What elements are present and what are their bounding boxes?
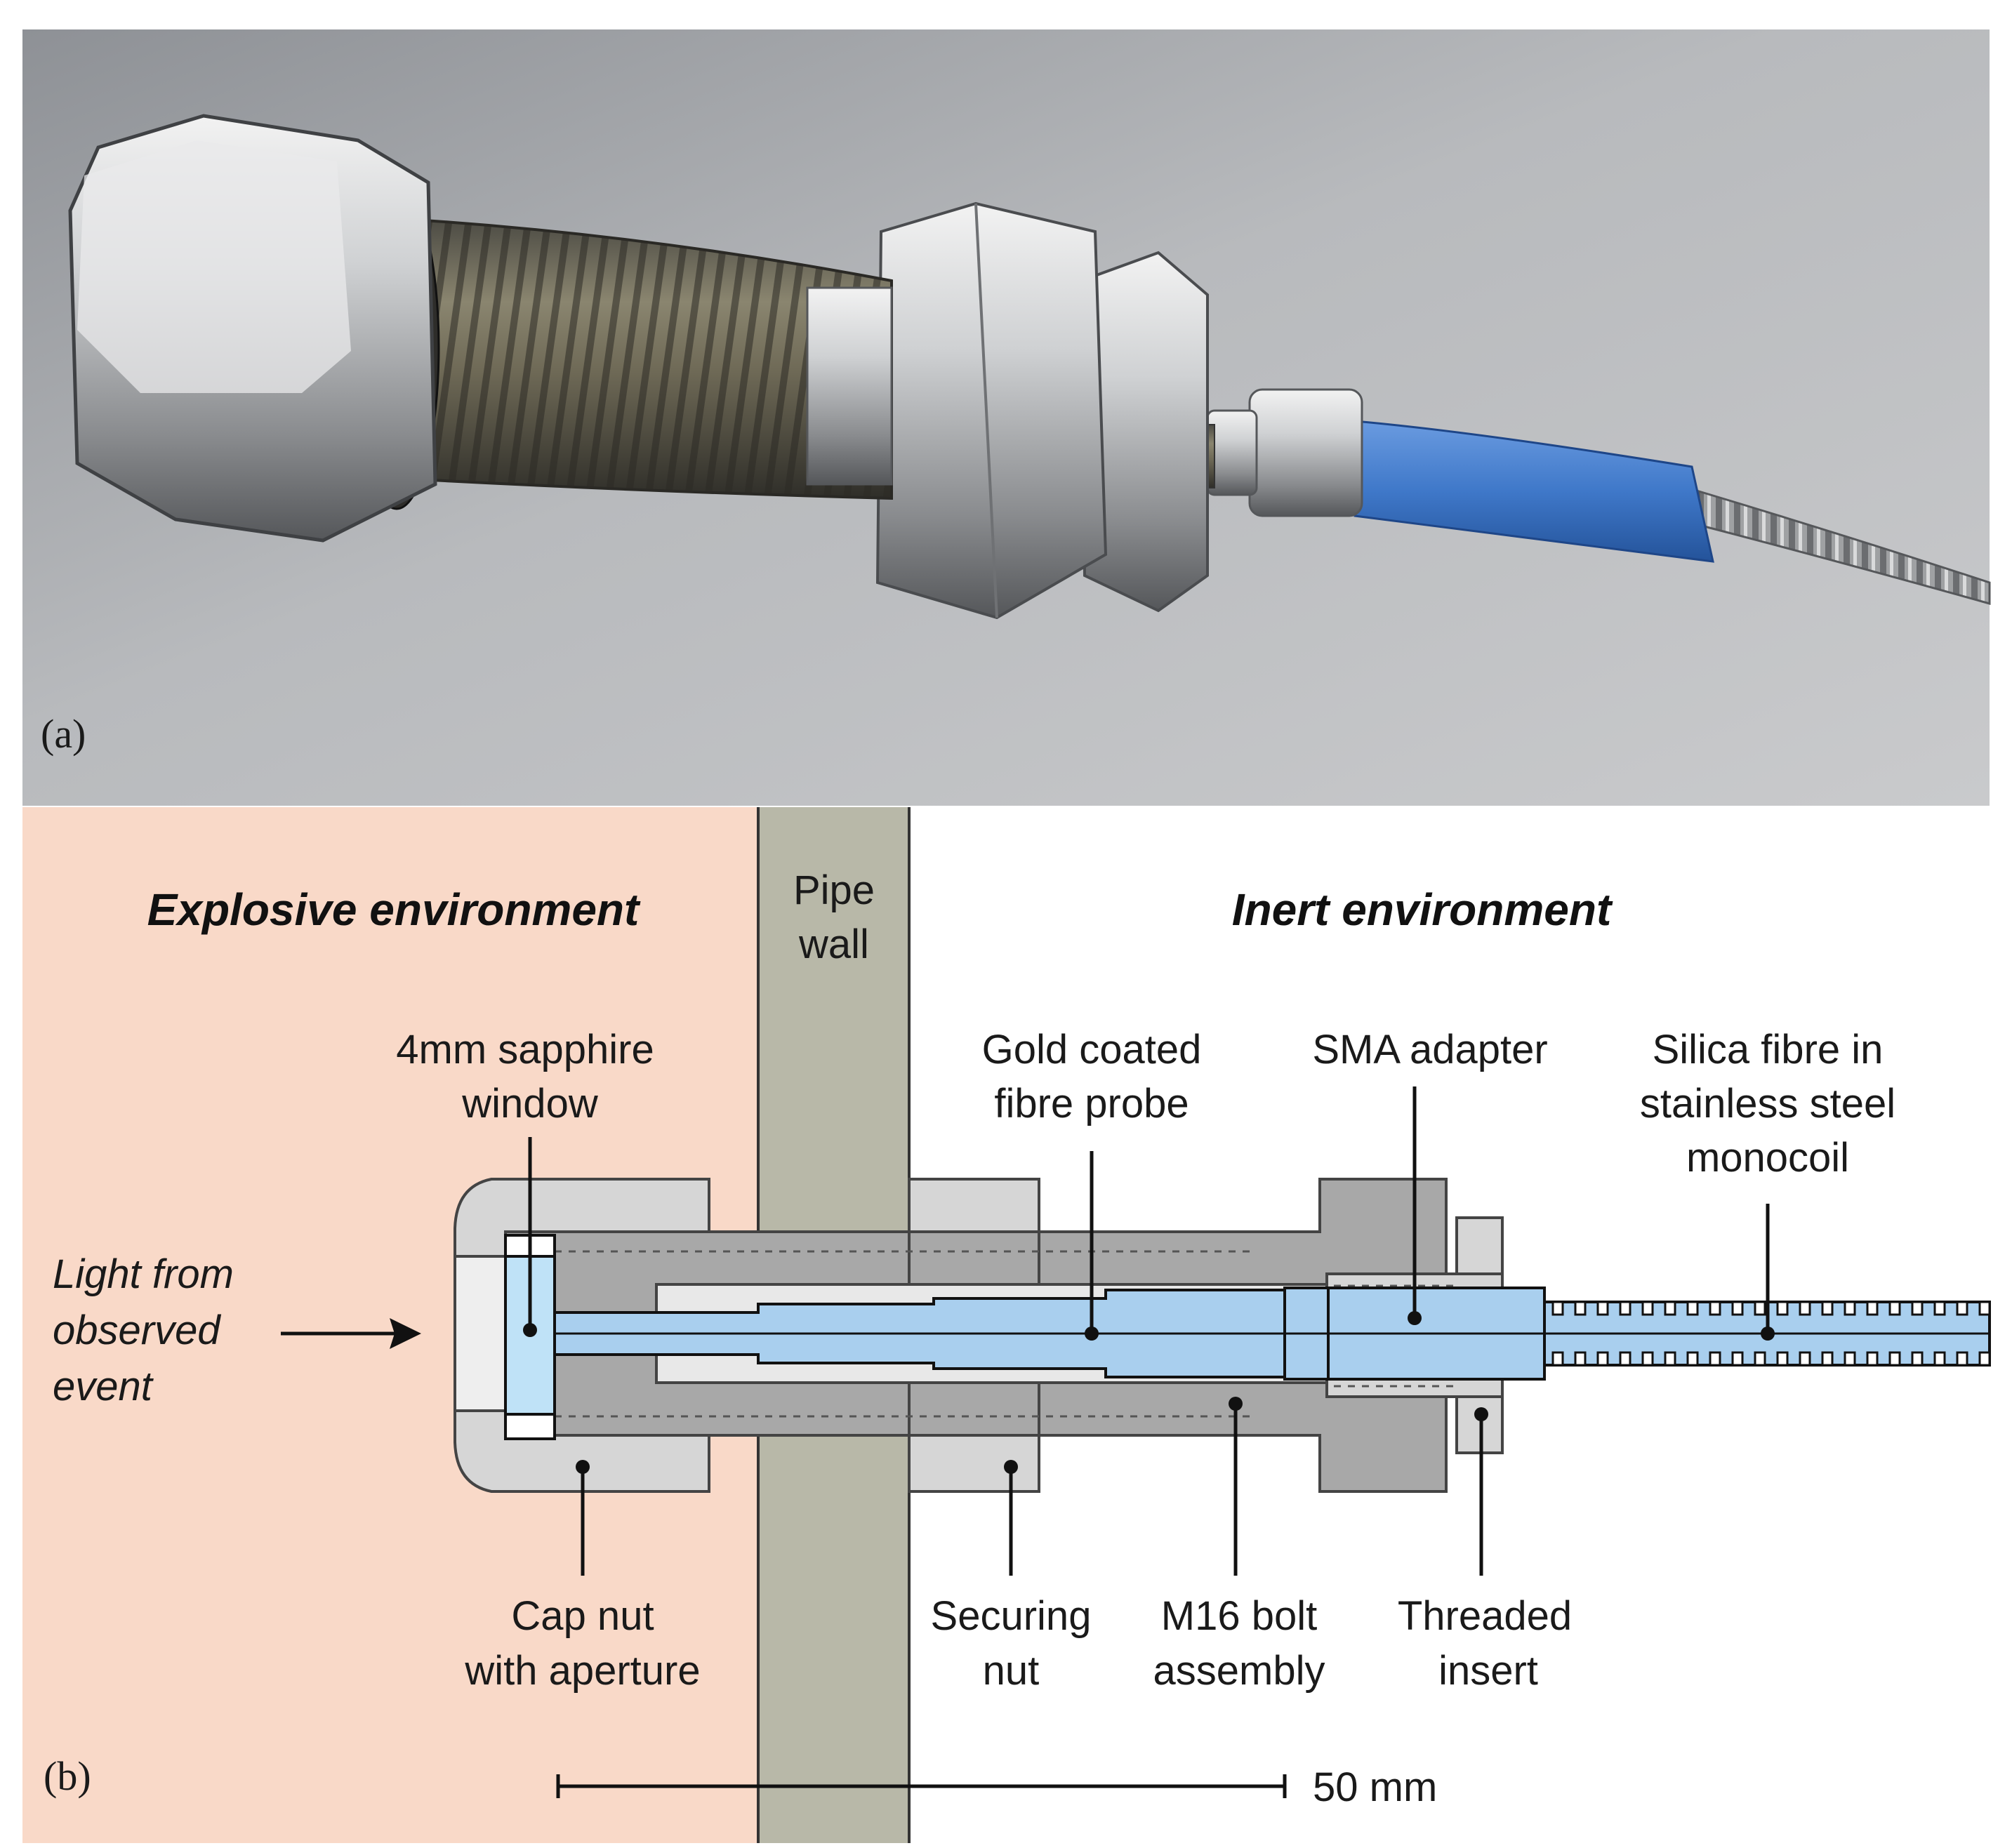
monocoil-cable [1697, 489, 1991, 605]
probe-label-1: Gold coated [982, 1027, 1202, 1072]
scale-bar-label: 50 mm [1313, 1764, 1437, 1810]
pipe-wall-label-1: Pipe [793, 868, 875, 913]
panel-a-label: (a) [41, 711, 86, 757]
bolt-label-1: M16 bolt [1161, 1593, 1317, 1639]
second-nut-photo [1079, 251, 1209, 613]
cap-nut-aperture [454, 1255, 507, 1412]
cap-nut-label-1: Cap nut [511, 1593, 654, 1639]
nut-edge-photo [974, 203, 998, 618]
coil-teeth-bottom [1551, 1351, 1991, 1367]
sapphire-label-1: 4mm sapphire [396, 1027, 654, 1072]
blue-tape [1354, 420, 1714, 563]
panel-b-label: (b) [44, 1753, 91, 1799]
bolt-label-2: assembly [1153, 1648, 1325, 1694]
insert-label-1: Threaded [1398, 1593, 1572, 1639]
coil-teeth-top [1551, 1301, 1991, 1316]
light-label-3: event [53, 1364, 154, 1409]
inert-heading: Inert environment [1232, 884, 1613, 935]
sma-dot [1408, 1311, 1422, 1325]
probe-dot [1085, 1327, 1099, 1341]
silica-label-1: Silica fibre in [1653, 1027, 1884, 1072]
securing-nut-label-2: nut [983, 1648, 1040, 1694]
sma-fitting-photo [1248, 388, 1363, 517]
securing-nut-photo [875, 201, 1108, 620]
bolt-thread-texture [379, 218, 892, 498]
diagram-panel: Explosive environment Pipe wall Inert en… [22, 807, 1991, 1843]
bolt-shank-photo [806, 286, 893, 486]
explosive-heading: Explosive environment [147, 884, 641, 935]
silica-dot [1761, 1327, 1775, 1341]
light-arrow-head [390, 1318, 421, 1349]
silica-label-2: stainless steel [1640, 1081, 1895, 1126]
sapphire-label-2: window [461, 1081, 599, 1126]
securing-nut-label-1: Securing [931, 1593, 1092, 1639]
cap-nut-label-2: with aperture [464, 1648, 700, 1694]
light-label-2: observed [53, 1308, 221, 1353]
insert-label-2: insert [1438, 1648, 1538, 1694]
sma-label: SMA adapter [1312, 1027, 1547, 1072]
sapphire-dot [523, 1323, 537, 1337]
photo-panel: (a) [22, 29, 1991, 806]
cap-nut-face-photo [77, 140, 351, 393]
probe-label-2: fibre probe [994, 1081, 1189, 1126]
silica-label-3: monocoil [1686, 1135, 1849, 1181]
light-label-1: Light from [53, 1251, 234, 1297]
pipe-wall-label-2: wall [798, 922, 869, 967]
